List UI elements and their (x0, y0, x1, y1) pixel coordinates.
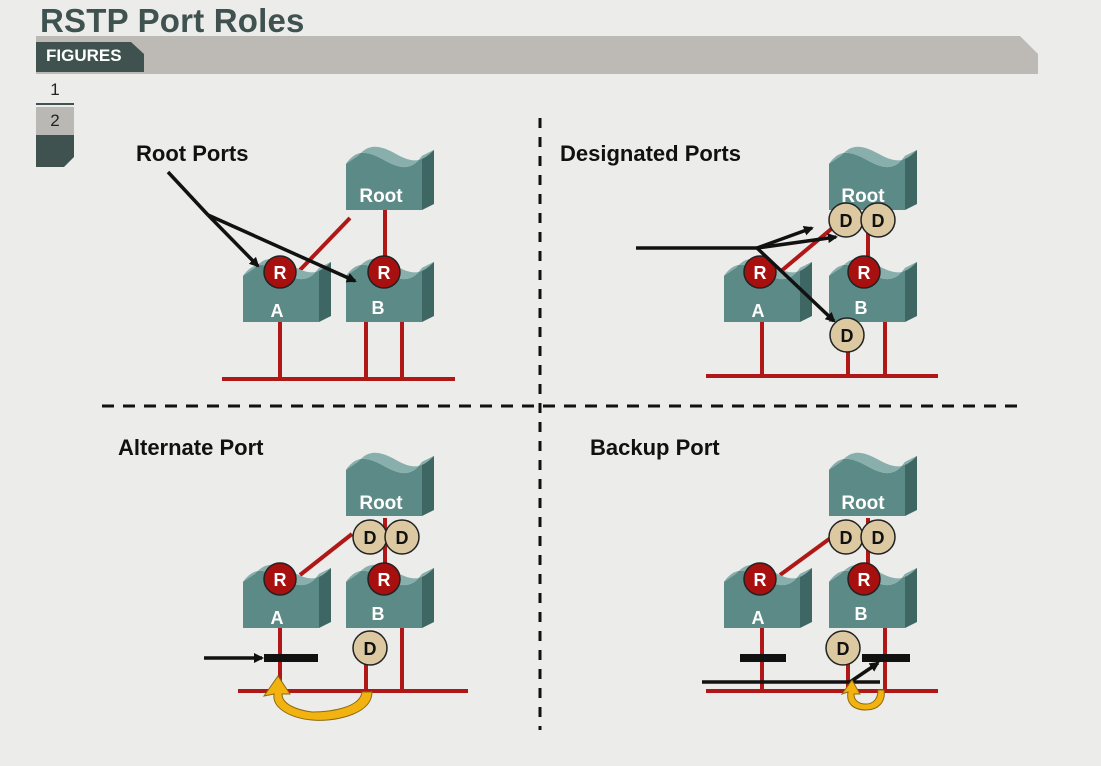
arrow-to-root-port-b (207, 213, 357, 283)
svg-text:R: R (754, 570, 767, 590)
svg-text:D: D (837, 639, 850, 659)
panel-heading-backup-port: Backup Port (590, 435, 720, 460)
header-bar (36, 36, 1038, 74)
page-nav: 1 2 (36, 77, 74, 167)
root-port-a-q4 (743, 562, 777, 596)
svg-text:R: R (274, 263, 287, 283)
svg-text:D: D (840, 528, 853, 548)
svg-text:D: D (872, 211, 885, 231)
svg-text:B: B (372, 604, 385, 624)
root-port-b-q4 (847, 562, 881, 596)
root-port-a-q3 (263, 562, 297, 596)
panel-heading-alternate-port: Alternate Port (118, 435, 264, 460)
root-port-a-q2 (743, 255, 777, 289)
panel-root-ports: Root Ports Root A B R R (136, 141, 455, 381)
svg-text:A: A (752, 608, 765, 628)
svg-text:B: B (855, 604, 868, 624)
svg-text:R: R (858, 263, 871, 283)
loop-arrow-q4 (840, 679, 885, 711)
panel-heading-designated-ports: Designated Ports (560, 141, 741, 166)
svg-text:R: R (858, 570, 871, 590)
arrow-to-designated-root-2 (756, 226, 814, 250)
svg-text:Root: Root (841, 186, 885, 207)
svg-text:D: D (872, 528, 885, 548)
root-port-b-q1 (367, 255, 401, 289)
svg-text:D: D (364, 639, 377, 659)
panel-heading-root-ports: Root Ports (136, 141, 248, 166)
svg-text:R: R (378, 570, 391, 590)
page-nav-2[interactable]: 2 (36, 107, 74, 137)
svg-text:Root: Root (359, 493, 403, 514)
svg-text:Root: Root (359, 186, 403, 207)
page-nav-1[interactable]: 1 (36, 77, 74, 105)
page-title: RSTP Port Roles (40, 2, 305, 39)
designated-port-root-2-q4 (860, 519, 896, 555)
svg-text:D: D (841, 326, 854, 346)
page-nav-tab (36, 137, 74, 167)
panel-designated-ports: Designated Ports Root A B D D R R D (560, 141, 938, 378)
svg-text:B: B (372, 298, 385, 318)
root-port-a-q1 (263, 255, 297, 289)
arrow-to-designated-root-1 (756, 233, 838, 250)
arrow-to-designated-b (755, 246, 836, 323)
svg-text:D: D (364, 528, 377, 548)
svg-text:D: D (840, 211, 853, 231)
svg-text:A: A (271, 301, 284, 321)
svg-text:A: A (752, 301, 765, 321)
pointer-stem (166, 170, 210, 217)
designated-port-root-2-q2 (860, 202, 896, 238)
svg-text:R: R (274, 570, 287, 590)
arrow-to-backup-port (849, 661, 880, 684)
svg-text:Root: Root (841, 493, 885, 514)
blocked-port-a-q4 (740, 654, 786, 662)
arrow-to-root-port-a (206, 213, 260, 268)
root-port-b-q2 (847, 255, 881, 289)
blocked-backup-port-q4 (862, 654, 910, 662)
designated-port-root-2-q3 (384, 519, 420, 555)
root-port-b-q3 (367, 562, 401, 596)
svg-text:D: D (396, 528, 409, 548)
svg-text:B: B (855, 298, 868, 318)
designated-port-b-q3 (352, 630, 388, 666)
designated-port-b-q4 (825, 630, 861, 666)
svg-text:R: R (754, 263, 767, 283)
panel-alternate-port: Alternate Port Root A B D D R R D (118, 435, 468, 721)
panel-backup-port: Backup Port Root A B D D R R D (590, 435, 938, 711)
figures-tab[interactable]: FIGURES (46, 46, 122, 65)
designated-port-b-q2 (829, 317, 865, 353)
blocked-alternate-port-q3 (264, 654, 318, 662)
svg-text:A: A (271, 608, 284, 628)
loop-arrow-q3 (262, 675, 373, 721)
svg-text:R: R (378, 263, 391, 283)
